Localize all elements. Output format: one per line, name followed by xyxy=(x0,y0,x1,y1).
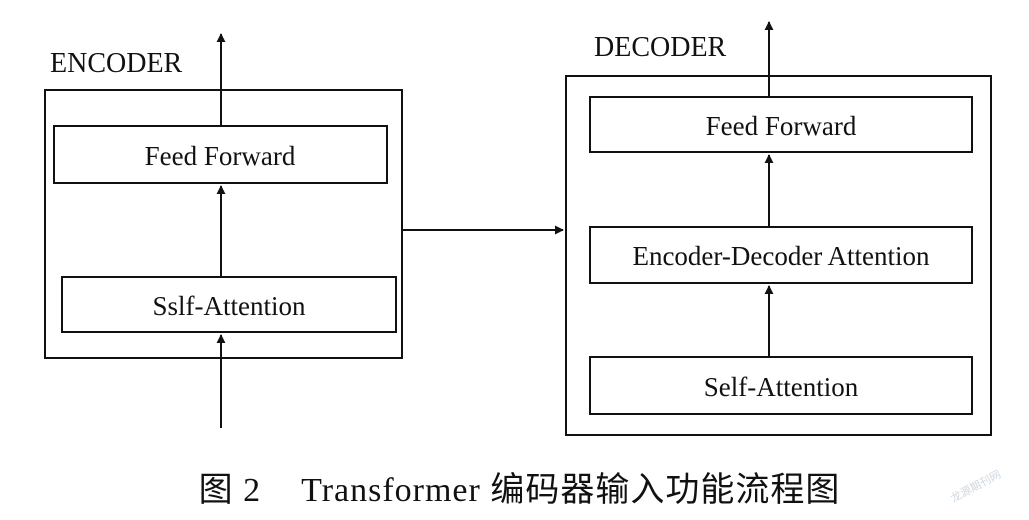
decoder-self-attention-box xyxy=(589,356,973,415)
decoder-feed-forward-box xyxy=(589,96,973,153)
flow-diagram: ENCODER Feed Forward Sslf-Attention DECO… xyxy=(44,21,992,436)
figure-number: 图 2 xyxy=(198,472,262,509)
encoder-frame xyxy=(44,89,403,359)
encoder-feed-forward-label: Feed Forward xyxy=(145,141,296,171)
decoder-title: DECODER xyxy=(594,32,727,63)
decoder-frame xyxy=(565,75,992,436)
encoder-group: ENCODER Feed Forward Sslf-Attention xyxy=(44,33,403,428)
decoder-self-attention-label: Self-Attention xyxy=(704,372,859,402)
figure-caption-text: Transformer 编码器输入功能流程图 xyxy=(301,472,841,509)
encoder-self-attention-label: Sslf-Attention xyxy=(153,291,306,321)
decoder-enc-dec-attention-label: Encoder-Decoder Attention xyxy=(632,241,930,271)
decoder-feed-forward-label: Feed Forward xyxy=(706,111,857,141)
encoder-title: ENCODER xyxy=(50,48,183,79)
decoder-enc-dec-attention-box xyxy=(589,226,973,284)
encoder-self-attention-box xyxy=(61,276,397,333)
decoder-group: DECODER Feed Forward Encoder-Decoder Att… xyxy=(565,21,992,436)
figure-caption: 图 2 Transformer 编码器输入功能流程图 xyxy=(0,462,1029,511)
